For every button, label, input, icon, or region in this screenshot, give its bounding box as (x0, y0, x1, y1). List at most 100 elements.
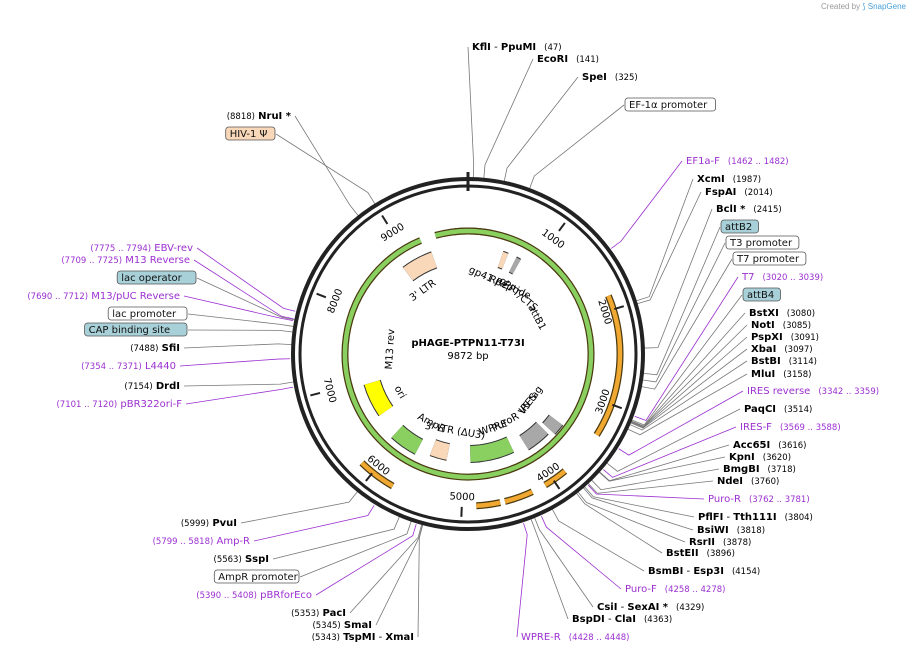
feature-box (213, 569, 300, 584)
label-leader-line (588, 484, 705, 500)
label-leader-line (417, 524, 424, 638)
site-label: SpeI(325) (582, 72, 638, 83)
site-position: (47) (544, 43, 561, 53)
site-name: pBRforEco (260, 590, 312, 601)
site-label: PspXI(3091) (751, 332, 819, 343)
site-position: (7101 .. 7120) (56, 400, 117, 410)
site-name: SpeI (582, 72, 607, 83)
site-label: AmpR promoter (213, 569, 300, 584)
label-leader-line (642, 226, 721, 376)
site-position: (3342 .. 3359) (818, 387, 879, 397)
site-name: BsmBI (648, 566, 683, 577)
label-leader-line (634, 276, 739, 422)
site-position: (3080) (787, 309, 815, 319)
feature-box (732, 251, 807, 266)
label-leader-line (183, 381, 295, 387)
site-extra-name: PpuMI (501, 42, 536, 53)
feature-block (403, 252, 438, 281)
site-label: BclI *(2415) (716, 204, 782, 215)
site-label: T3 promoter (725, 235, 800, 250)
site-label-text: (7775 .. 7794) EBV-rev (90, 243, 193, 254)
feature-block (542, 415, 563, 435)
site-label: lac promoter (107, 306, 188, 321)
site-name: PaqCI (744, 404, 776, 415)
label-leader-lines (179, 46, 748, 638)
site-position: (5563) (214, 555, 242, 565)
site-name: L4440 (145, 361, 176, 372)
tick-mark (611, 403, 623, 410)
label-leader-line (349, 523, 423, 614)
tick-mark (613, 305, 625, 311)
plasmid-name: pHAGE-PTPN11-T73I (411, 338, 524, 349)
site-label-text: NdeI(3760) (717, 476, 779, 487)
label-leader-line (642, 242, 726, 383)
feature-box (116, 270, 197, 285)
site-label: BstBI(3114) (751, 356, 817, 367)
site-position: (3085) (783, 321, 811, 331)
site-label: CsiI - SexAI *(4329) (597, 602, 704, 613)
site-label: (5799 .. 5818) Amp-R (153, 536, 250, 547)
feature-block (430, 440, 450, 460)
site-dash: - (491, 42, 501, 53)
site-label: IRES reverse(3342 .. 3359) (747, 386, 879, 397)
label-leader-line (294, 115, 359, 217)
site-label-text: WPRE-R(4428 .. 4448) (521, 632, 629, 643)
label-leader-line (577, 491, 686, 543)
label-leader-line (590, 468, 720, 491)
site-name: Puro-R (708, 494, 741, 505)
site-label-text: (5799 .. 5818) Amp-R (153, 536, 250, 547)
site-label-text: T7(3020 .. 3039) (741, 272, 823, 283)
site-label-text: (8818) NruI * (227, 111, 292, 122)
site-label: lac operator (116, 270, 197, 285)
site-label: BsiWI(3818) (697, 525, 765, 536)
label-leader-line (636, 191, 702, 305)
label-leader-line (611, 160, 683, 249)
site-position: (5390 .. 5408) (196, 591, 257, 601)
label-leader-line (530, 518, 569, 620)
site-dash: - (375, 632, 385, 643)
label-leader-line (618, 390, 744, 456)
site-position: (141) (576, 55, 599, 65)
feature-box-label: T3 promoter (729, 238, 793, 249)
site-label-text: (5390 .. 5408) pBRforEco (196, 590, 312, 601)
site-position: (3114) (789, 357, 817, 367)
site-label-text: KflI - PpuMI(47) (472, 42, 562, 53)
site-label-text: (7709 .. 7725) M13 Reverse (61, 255, 190, 266)
label-leader-line (598, 444, 730, 482)
site-label-text: (5999) PvuI (181, 518, 237, 529)
site-position: (4363) (644, 615, 672, 625)
site-position: (4428 .. 4448) (569, 633, 630, 643)
site-extra-name: SexAI * (627, 602, 668, 613)
site-position: (3896) (707, 549, 735, 559)
site-label-text: EcoRI(141) (537, 54, 599, 65)
feature-box-label: T7 promoter (736, 254, 800, 265)
site-name: SmaI (344, 620, 372, 631)
site-label-text: EF1a-F(1462 .. 1482) (686, 156, 789, 167)
site-label: NotI(3085) (751, 320, 811, 331)
label-leader-line (193, 259, 294, 320)
site-label: BstXI(3080) (749, 308, 815, 319)
site-label: EF1a-F(1462 .. 1482) (686, 156, 789, 167)
site-extra-name: Esp3I (693, 566, 724, 577)
label-leader-line (315, 524, 417, 596)
label-leader-line (187, 313, 295, 327)
site-label: BstEII(3896) (666, 548, 735, 559)
site-label-text: Puro-R(3762 .. 3781) (708, 494, 810, 505)
site-position: (7775 .. 7794) (90, 244, 151, 254)
label-leader-line (299, 520, 412, 578)
label-leader-line (375, 523, 424, 626)
feature-box (84, 322, 188, 337)
label-leader-line (272, 516, 400, 560)
tick-mark (558, 222, 566, 232)
label-leader-line (183, 295, 294, 322)
feature-box (225, 126, 276, 141)
direction-arrow (476, 500, 501, 509)
site-name: BspDI (572, 614, 605, 625)
label-leader-line (503, 76, 579, 182)
site-position: (2014) (744, 188, 772, 198)
site-name: MluI (751, 369, 775, 380)
site-position: (3514) (784, 405, 812, 415)
site-label-text: BstXI(3080) (749, 308, 815, 319)
site-label: (7101 .. 7120) pBR322ori-F (56, 399, 182, 410)
